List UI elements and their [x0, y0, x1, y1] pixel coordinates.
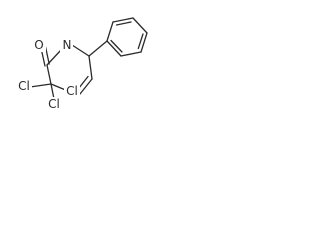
bond-ch-vinyl [88, 55, 93, 80]
bond-ring-2 [112, 17, 134, 23]
atom-chlorine-bottom: Cl [48, 97, 60, 111]
atom-chlorine-left: Cl [18, 79, 30, 93]
molecule-diagram: O N Cl Cl Cl [16, 17, 148, 111]
bond-ring-4 [140, 32, 148, 53]
bond-vinyl-1 [79, 78, 93, 95]
bond-ring-1 [106, 21, 114, 42]
bond-n-ch [71, 44, 90, 57]
atom-nitrogen: N [63, 38, 72, 52]
atom-chlorine-right: Cl [66, 84, 78, 98]
bond-carbonyl-c-ccl3 [46, 64, 52, 85]
atom-oxygen: O [34, 38, 43, 52]
structure-canvas: O N Cl Cl Cl [0, 0, 167, 127]
bonds [29, 17, 148, 100]
bond-ch-phenyl [88, 40, 108, 57]
bond-ring-inner-3 [110, 39, 123, 53]
bond-ring-inner-2 [137, 33, 144, 50]
bond-ring-3 [132, 17, 148, 34]
bond-carbonyl-c-n [46, 49, 62, 66]
bond-carbonyl-2 [44, 46, 50, 65]
bond-ring-6 [106, 40, 122, 57]
bond-c-cl-bottom [50, 83, 55, 100]
atom-labels: O N Cl Cl Cl [16, 38, 80, 111]
bond-ring-inner-1 [115, 21, 132, 26]
bond-c-cl-left [29, 83, 52, 88]
bond-ring-5 [120, 51, 142, 57]
